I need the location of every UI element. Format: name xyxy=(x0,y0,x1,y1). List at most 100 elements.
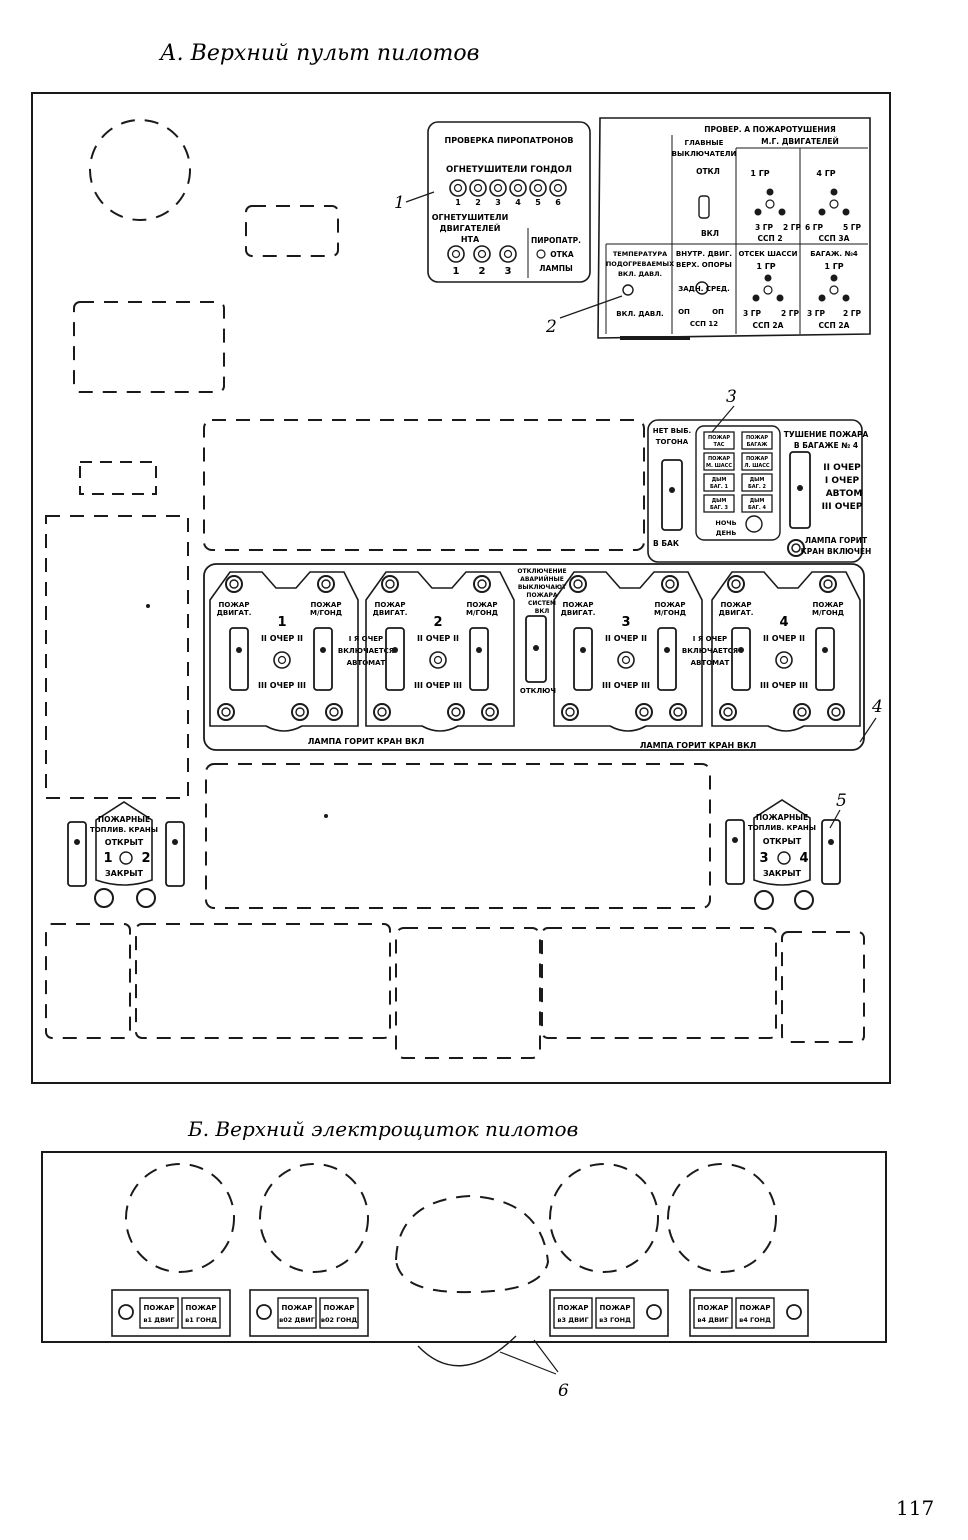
engine-queue-3: III ОЧЕР III xyxy=(258,681,306,690)
fire-gondola-lamp xyxy=(661,575,679,593)
callout-4: 4 xyxy=(871,697,883,717)
ext-bottom-label: В БАК xyxy=(653,539,680,548)
warning-lights-block xyxy=(695,425,781,541)
pyro-gondola-number: 1 xyxy=(455,198,461,207)
engine-guard-switch-left[interactable] xyxy=(731,627,751,691)
pyro-gondola-button[interactable] xyxy=(449,179,467,197)
bag4-queue-3: III ОЧЕР xyxy=(822,502,863,512)
electro-light-label: ПОЖАР xyxy=(186,1304,217,1312)
electro-light-label: ПОЖАР xyxy=(740,1304,771,1312)
ssp2-group-2: 2 ГР xyxy=(783,223,802,232)
electro-light-label: в4 ДВИГ xyxy=(697,1316,728,1324)
upper-console-outline xyxy=(31,92,891,1084)
engine-guard-switch-left[interactable] xyxy=(385,627,405,691)
warning-light-label: М. ШАСС xyxy=(706,463,732,469)
right-fuel-indicator xyxy=(777,851,791,865)
bag4-lamp-label-1: ЛАМПА ГОРИТ xyxy=(805,536,868,545)
group-button[interactable] xyxy=(818,208,826,216)
fuel-valve-switch-1[interactable] xyxy=(67,821,87,887)
engine-guard-switch-left[interactable] xyxy=(229,627,249,691)
valve-lamp xyxy=(291,703,309,721)
fire-gondola-label: ПОЖАР xyxy=(467,601,498,609)
pyro-lamp-label-1: ПИРОПАТР. xyxy=(531,236,581,245)
group-button[interactable] xyxy=(754,208,762,216)
bag4-guard-switch[interactable] xyxy=(789,451,811,529)
instrument-placeholder xyxy=(245,205,339,257)
warning-light xyxy=(703,431,735,450)
engine-guard-switch-right[interactable] xyxy=(815,627,835,691)
pyro-gondola-button[interactable] xyxy=(469,179,487,197)
pyro-engine-number: 3 xyxy=(505,266,512,277)
fire-engine-lamp xyxy=(225,575,243,593)
pyro-engine-button[interactable] xyxy=(473,245,491,263)
fuel-valve-switch-2[interactable] xyxy=(165,821,185,887)
right-fuel-closed: ЗАКРЫТ xyxy=(763,869,802,878)
test-label-1: НОЧЬ xyxy=(715,519,736,527)
internal-ssp: ССП 12 xyxy=(690,320,718,328)
pyro-gondola-button[interactable] xyxy=(509,179,527,197)
internal-low-label: ЗАДН. СРЕД. xyxy=(678,285,730,293)
main-switch-on-label: ВКЛ xyxy=(701,229,719,238)
group-button[interactable] xyxy=(766,188,774,196)
instrument-placeholder xyxy=(135,923,391,1039)
engine-queue-button[interactable] xyxy=(775,651,793,669)
temp-label-1: ТЕМПЕРАТУРА xyxy=(613,250,667,258)
pyro-engine-button[interactable] xyxy=(499,245,517,263)
electro-fire-light xyxy=(277,1297,317,1329)
engine-guard-switch-left[interactable] xyxy=(573,627,593,691)
engine-guard-switch-right[interactable] xyxy=(313,627,333,691)
engine-queue-button[interactable] xyxy=(273,651,291,669)
center-bottom-label: ОТКЛЮЧ xyxy=(520,687,556,695)
extinguisher-guard-switch[interactable] xyxy=(661,459,683,531)
group-button[interactable] xyxy=(776,294,784,302)
warning-light-label: ДЫМ xyxy=(712,477,727,483)
fire-gondola-lamp xyxy=(473,575,491,593)
group-button[interactable] xyxy=(778,208,786,216)
engine-guard-switch-right[interactable] xyxy=(657,627,677,691)
left-fuel-num-2: 2 xyxy=(141,851,150,866)
emergency-systems-switch[interactable] xyxy=(525,615,547,683)
instrument-placeholder xyxy=(259,1163,369,1273)
right-fuel-num-3: 3 xyxy=(759,851,768,866)
temp-button[interactable] xyxy=(622,284,634,296)
bag4-queue-2: II ОЧЕР xyxy=(823,463,861,473)
group-button[interactable] xyxy=(818,294,826,302)
warning-light xyxy=(703,494,735,513)
group-button[interactable] xyxy=(752,294,760,302)
warning-light-label: ДЫМ xyxy=(750,498,765,504)
pyro-engine-button[interactable] xyxy=(447,245,465,263)
instrument-placeholder xyxy=(89,119,191,221)
engine-queue-button[interactable] xyxy=(617,651,635,669)
chassis-group-2: 2 ГР xyxy=(781,309,800,318)
fire-engine-label: ПОЖАР xyxy=(219,601,250,609)
main-toggle-switch[interactable] xyxy=(698,195,710,219)
pyro-gondola-button[interactable] xyxy=(529,179,547,197)
fire-engine-label: ДВИГАТ. xyxy=(719,609,754,617)
internal-button[interactable] xyxy=(695,281,709,295)
lights-test-button[interactable] xyxy=(745,515,763,533)
group-button[interactable] xyxy=(764,274,772,282)
fuel-valve-switch-4[interactable] xyxy=(821,819,841,885)
group-button[interactable] xyxy=(842,208,850,216)
engine-number: 1 xyxy=(277,615,286,630)
group-button[interactable] xyxy=(830,274,838,282)
instrument-placeholder xyxy=(541,927,777,1039)
valve-lamp xyxy=(373,703,391,721)
engine-guard-switch-right[interactable] xyxy=(469,627,489,691)
main-switch-off-label: ОТКЛ xyxy=(696,167,720,176)
pyro-gondola-button[interactable] xyxy=(549,179,567,197)
pyro-gondola-button[interactable] xyxy=(489,179,507,197)
fire-engine-label: ПОЖАР xyxy=(563,601,594,609)
electro-fire-light xyxy=(139,1297,179,1329)
engine-queue-button[interactable] xyxy=(429,651,447,669)
left-fuel-num-1: 1 xyxy=(103,851,112,866)
bag-button-cluster xyxy=(818,274,850,302)
fuel-valve-switch-3[interactable] xyxy=(725,819,745,885)
mark-dot xyxy=(324,814,328,818)
electro-light-label: в02 ДВИГ xyxy=(279,1316,315,1324)
group-button[interactable] xyxy=(842,294,850,302)
mark-dot xyxy=(146,604,150,608)
group-button[interactable] xyxy=(830,188,838,196)
